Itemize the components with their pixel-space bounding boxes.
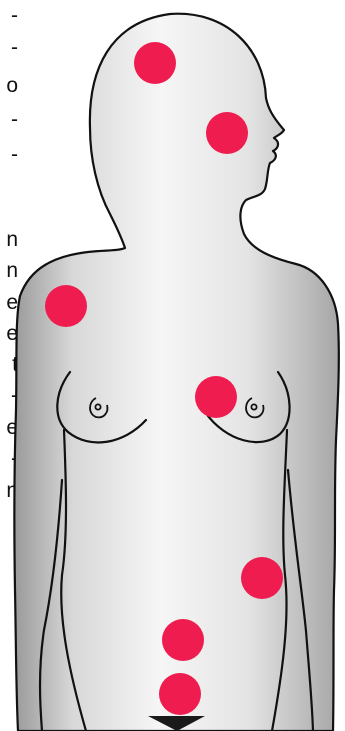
marker-chest-center[interactable] — [195, 376, 237, 418]
marker-face[interactable] — [206, 112, 248, 154]
marker-head-top[interactable] — [134, 42, 176, 84]
marker-pelvis[interactable] — [159, 673, 201, 715]
marker-right-hip[interactable] — [241, 557, 283, 599]
marker-lower-abdomen[interactable] — [162, 619, 204, 661]
marker-left-shoulder[interactable] — [45, 285, 87, 327]
